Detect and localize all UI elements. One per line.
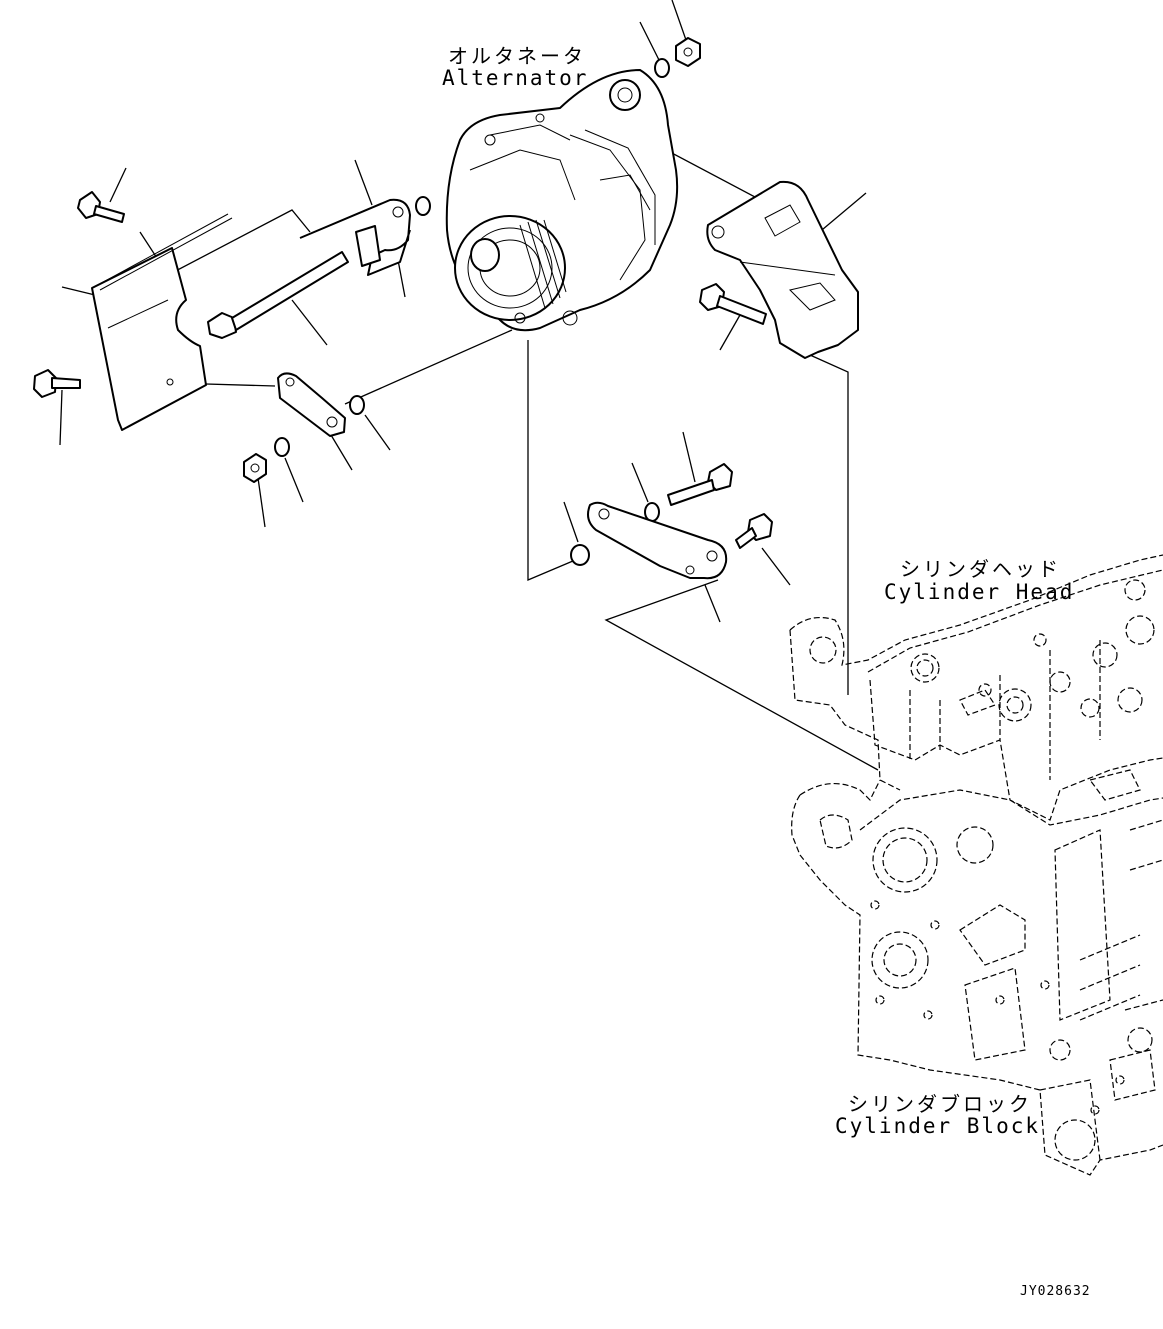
alternator-label-en: Alternator [442, 66, 589, 90]
small-brackets [277, 198, 728, 580]
cylinder-block [791, 779, 1163, 1176]
cylinder-head [789, 554, 1163, 821]
nuts-and-washers [243, 37, 701, 566]
alternator-body [445, 69, 679, 332]
washer-alternator [415, 196, 431, 216]
leader-lines [59, 0, 867, 623]
cylinder-head-label-en: Cylinder Head [884, 580, 1075, 604]
washer-left [349, 395, 365, 415]
spacer-collar [570, 544, 590, 566]
bolt-bracket-lower [699, 283, 767, 325]
long-bolt [207, 251, 349, 339]
upper-bracket [706, 180, 859, 359]
bolt-middle [667, 463, 733, 506]
bolt-right-flange [735, 513, 773, 549]
cylinder-head-label-jp: シリンダヘッド [900, 557, 1061, 581]
nut-lower-left [243, 453, 267, 483]
cylinder-block-label-jp: シリンダブロック [848, 1092, 1032, 1116]
drawing-code: JY028632 [1020, 1284, 1091, 1299]
nut-top [675, 37, 701, 67]
washer-lower-left [274, 437, 290, 457]
bolts [33, 191, 773, 549]
alternator-label-jp: オルタネータ [448, 44, 586, 68]
guard-plate [91, 213, 233, 431]
bolt-left-lower [33, 369, 81, 398]
washer-top [654, 58, 670, 78]
cylinder-block-label-en: Cylinder Block [835, 1114, 1041, 1138]
bolt-upper-left [77, 191, 125, 223]
